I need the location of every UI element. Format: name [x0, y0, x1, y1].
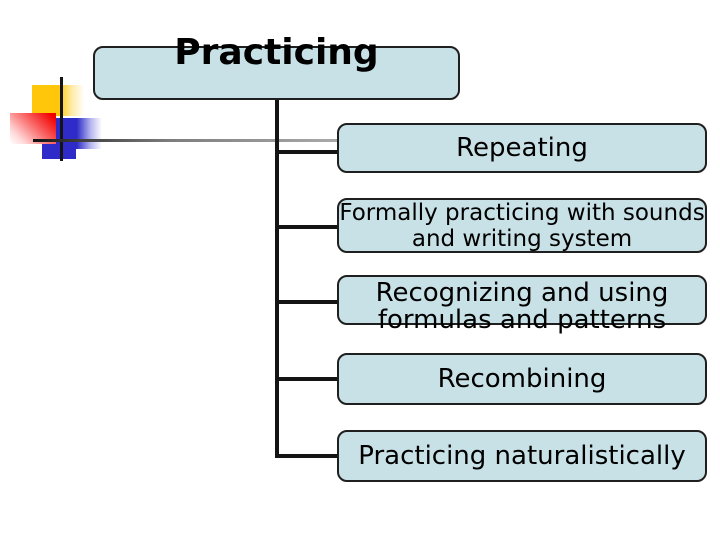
node-formal-practice-label: Formally practicing with sounds and writ…: [339, 199, 705, 252]
node-naturalistic: Practicing naturalistically: [337, 430, 707, 482]
connector-branch-repeating: [275, 150, 339, 154]
node-recombining-label: Recombining: [437, 363, 607, 394]
node-recombining: Recombining: [337, 353, 707, 405]
connector-branch-recombining: [275, 377, 339, 381]
node-naturalistic-label: Practicing naturalistically: [358, 440, 686, 471]
node-repeating: Repeating: [337, 123, 707, 173]
connector-trunk: [275, 100, 279, 458]
connector-branch-formulas: [275, 300, 339, 304]
decoration-blue-square: [56, 118, 102, 149]
decoration-yellow-square: [32, 85, 84, 116]
connector-branch-formal-practice: [275, 225, 339, 229]
connector-branch-naturalistic: [275, 454, 339, 458]
decoration-red-square: [10, 113, 56, 144]
node-formal-practice: Formally practicing with sounds and writ…: [337, 198, 707, 253]
node-formulas-patterns-label: Recognizing and using formulas and patte…: [375, 278, 669, 335]
decoration-blue-small-square: [42, 144, 76, 159]
decoration-vertical-line: [60, 77, 63, 161]
node-root-label: Practicing: [174, 32, 379, 73]
decoration-horizontal-line: [33, 139, 337, 142]
node-repeating-label: Repeating: [456, 132, 588, 163]
node-formulas-patterns: Recognizing and using formulas and patte…: [337, 275, 707, 334]
node-root-practicing: Practicing: [93, 33, 460, 100]
